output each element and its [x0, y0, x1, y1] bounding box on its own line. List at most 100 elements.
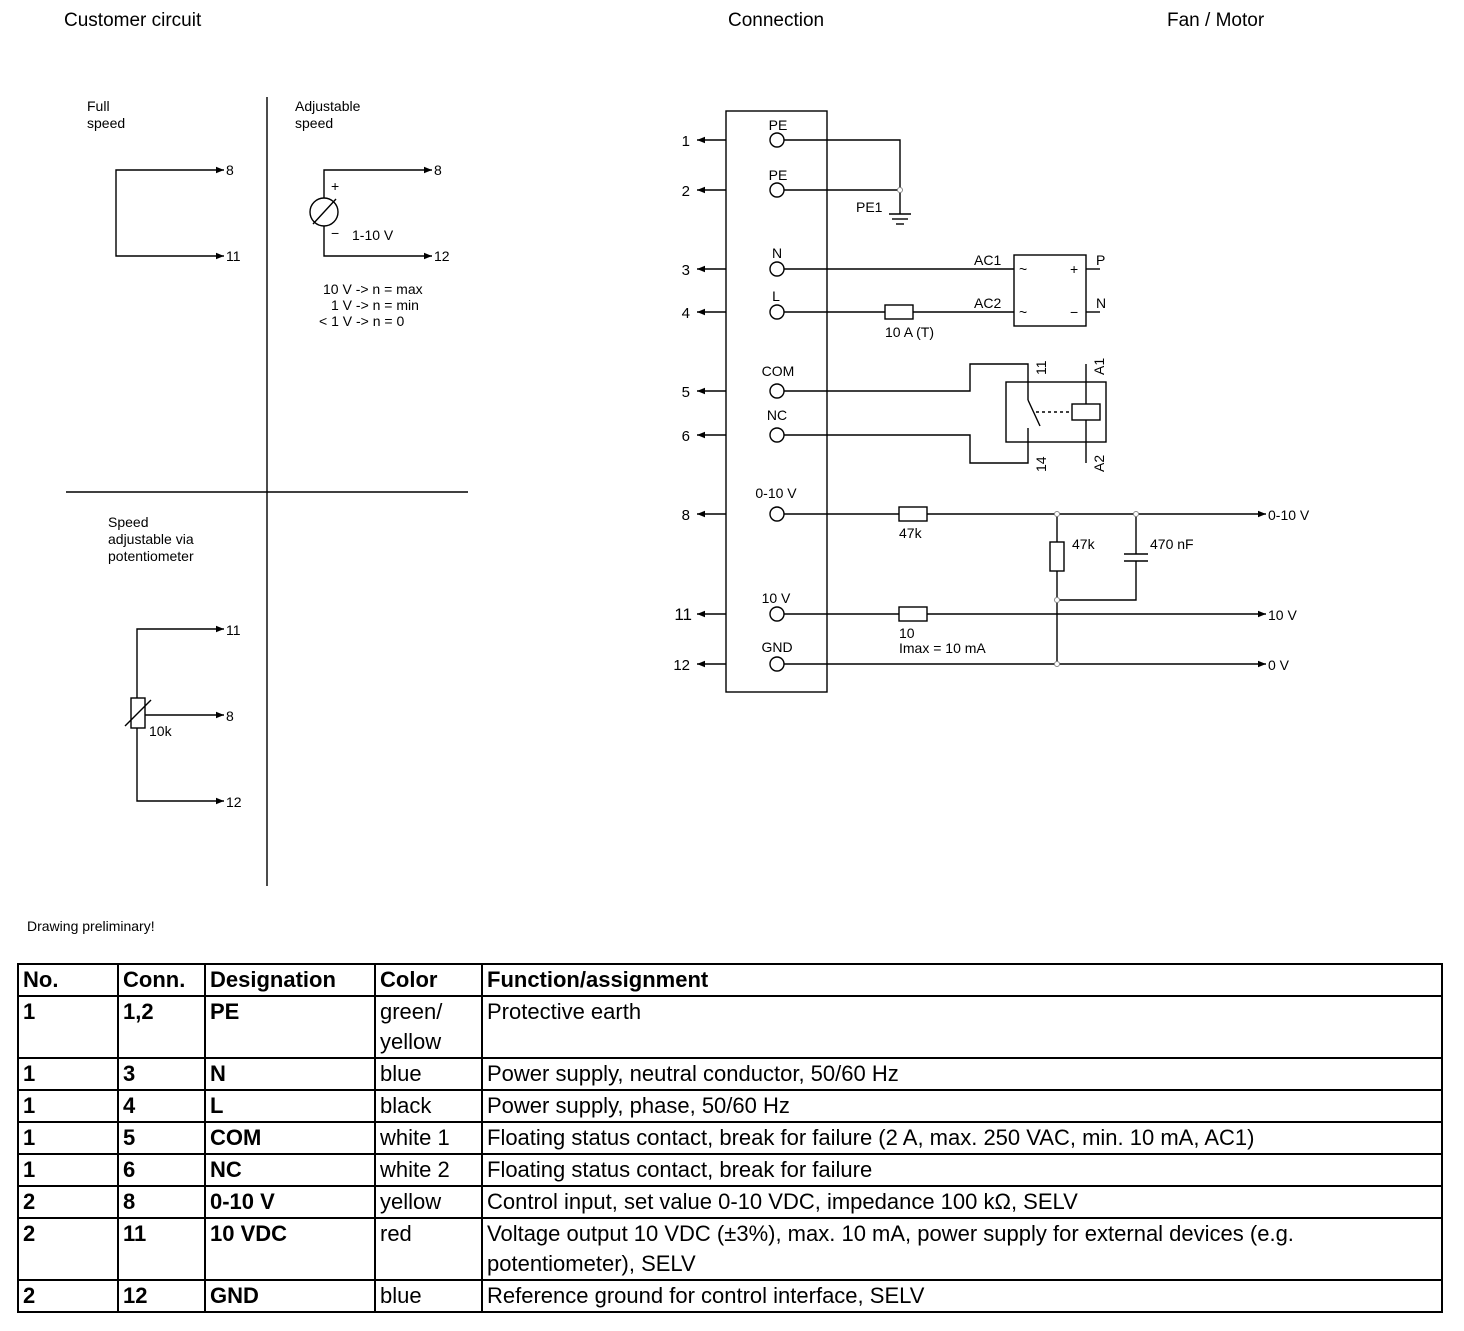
terminal-label: GND: [761, 639, 792, 655]
output-resistor-label: 10: [899, 625, 915, 641]
cell-no: 1: [17, 1057, 119, 1091]
cell-color: blue: [374, 1279, 483, 1313]
cell-conn: 8: [117, 1185, 206, 1219]
rectifier-ac1-symbol: ~: [1019, 261, 1027, 277]
terminal-label: L: [772, 288, 780, 304]
terminal-12-label: 12: [226, 794, 242, 810]
rectifier-ac2-symbol: ~: [1019, 304, 1027, 320]
pin-number: 6: [682, 428, 690, 445]
terminal-label: COM: [762, 363, 795, 379]
pin-number: 3: [682, 262, 690, 279]
cell-function: Reference ground for control interface, …: [481, 1279, 1443, 1313]
table-row: 2 8 0-10 V yellow Control input, set val…: [17, 1185, 1443, 1219]
capacitor-label: 470 nF: [1150, 536, 1194, 552]
pot-label-2: adjustable via: [108, 531, 194, 547]
pin-number: 5: [682, 384, 690, 401]
cell-color: yellow: [374, 1185, 483, 1219]
full-speed-label-2: speed: [87, 115, 125, 131]
cell-color: blue: [374, 1057, 483, 1091]
pin-number: 8: [682, 507, 690, 524]
output-p-label: P: [1096, 252, 1105, 268]
source-voltage-label: 1-10 V: [352, 227, 394, 243]
table-row: 1 5 COM white 1 Floating status contact,…: [17, 1121, 1443, 1155]
output-n-label: N: [1096, 295, 1106, 311]
full-speed-label-1: Full: [87, 98, 110, 114]
imax-label: Imax = 10 mA: [899, 640, 986, 656]
terminal-8-label: 8: [226, 162, 234, 178]
terminal-label: 0-10 V: [755, 485, 797, 501]
terminal-11-label: 11: [226, 248, 241, 264]
relay-contact-11: 11: [1033, 360, 1049, 375]
cell-function: Control input, set value 0-10 VDC, imped…: [481, 1185, 1443, 1219]
fuse-label: 10 A (T): [885, 324, 934, 340]
terminal-8-label: 8: [226, 708, 234, 724]
cell-no: 2: [17, 1217, 119, 1281]
adjustable-speed-label-2: speed: [295, 115, 333, 131]
cell-no: 2: [17, 1185, 119, 1219]
table-row: 1 4 L black Power supply, phase, 50/60 H…: [17, 1089, 1443, 1123]
column-header: Conn.: [117, 963, 206, 997]
wiring-diagram: Customer circuit Connection Fan / Motor: [64, 10, 1310, 886]
cell-no: 2: [17, 1279, 119, 1313]
cell-designation: PE: [204, 995, 376, 1059]
ac2-label: AC2: [974, 295, 1001, 311]
header-connection: Connection: [728, 10, 824, 31]
pin-number: 2: [682, 183, 690, 200]
cell-no: 1: [17, 1089, 119, 1123]
cell-color: green/ yellow: [374, 995, 483, 1059]
input-resistor-label: 47k: [899, 525, 923, 541]
pin-number: 4: [682, 305, 690, 322]
cell-function: Protective earth: [481, 995, 1443, 1059]
cell-color: white 1: [374, 1121, 483, 1155]
cell-designation: NC: [204, 1153, 376, 1187]
cell-color: black: [374, 1089, 483, 1123]
pin-number: 11: [674, 605, 692, 624]
minus-sign: −: [331, 225, 339, 241]
cell-no: 1: [17, 1153, 119, 1187]
cell-function: Power supply, phase, 50/60 Hz: [481, 1089, 1443, 1123]
relay-contact-14: 14: [1033, 456, 1049, 472]
column-header: Designation: [204, 963, 376, 997]
cell-designation: L: [204, 1089, 376, 1123]
pin-number: 12: [673, 657, 690, 674]
note-line-3: < 1 V -> n = 0: [319, 313, 404, 329]
terminal-label: N: [772, 245, 782, 261]
cell-designation: COM: [204, 1121, 376, 1155]
ac1-label: AC1: [974, 252, 1001, 268]
cell-function: Floating status contact, break for failu…: [481, 1153, 1443, 1187]
pin-number: 1: [682, 133, 690, 150]
terminal-12-label: 12: [434, 248, 450, 264]
cell-designation: N: [204, 1057, 376, 1091]
terminal-11-label: 11: [226, 622, 241, 638]
table-row: 1 6 NC white 2 Floating status contact, …: [17, 1153, 1443, 1187]
pot-label-3: potentiometer: [108, 548, 194, 564]
pe1-label: PE1: [856, 199, 883, 215]
cell-conn: 4: [117, 1089, 206, 1123]
terminal-label: PE: [769, 117, 788, 133]
note-line-2: 1 V -> n = min: [331, 297, 419, 313]
divider-resistor-label: 47k: [1072, 536, 1096, 552]
relay-coil-a1: A1: [1091, 358, 1107, 375]
plus-sign: +: [331, 178, 339, 194]
terminal-8-label: 8: [434, 162, 442, 178]
cell-color: red: [374, 1217, 483, 1281]
output-label-0-10v: 0-10 V: [1268, 507, 1310, 523]
header-fan-motor: Fan / Motor: [1167, 10, 1265, 31]
drawing-note: Drawing preliminary!: [27, 918, 155, 934]
table-row: 2 11 10 VDC red Voltage output 10 VDC (±…: [17, 1217, 1443, 1281]
cell-conn: 3: [117, 1057, 206, 1091]
table-header-row: No. Conn. Designation Color Function/ass…: [17, 963, 1443, 997]
connection-table: No. Conn. Designation Color Function/ass…: [17, 963, 1443, 1313]
cell-no: 1: [17, 995, 119, 1059]
cell-conn: 1,2: [117, 995, 206, 1059]
cell-conn: 12: [117, 1279, 206, 1313]
terminal-label: PE: [769, 167, 788, 183]
output-label-0v: 0 V: [1268, 657, 1290, 673]
column-header: Function/assignment: [481, 963, 1443, 997]
cell-no: 1: [17, 1121, 119, 1155]
cell-designation: 10 VDC: [204, 1217, 376, 1281]
column-header: Color: [374, 963, 483, 997]
table-row: 2 12 GND blue Reference ground for contr…: [17, 1279, 1443, 1313]
adjustable-speed-label-1: Adjustable: [295, 98, 361, 114]
rectifier-plus: +: [1070, 261, 1078, 277]
